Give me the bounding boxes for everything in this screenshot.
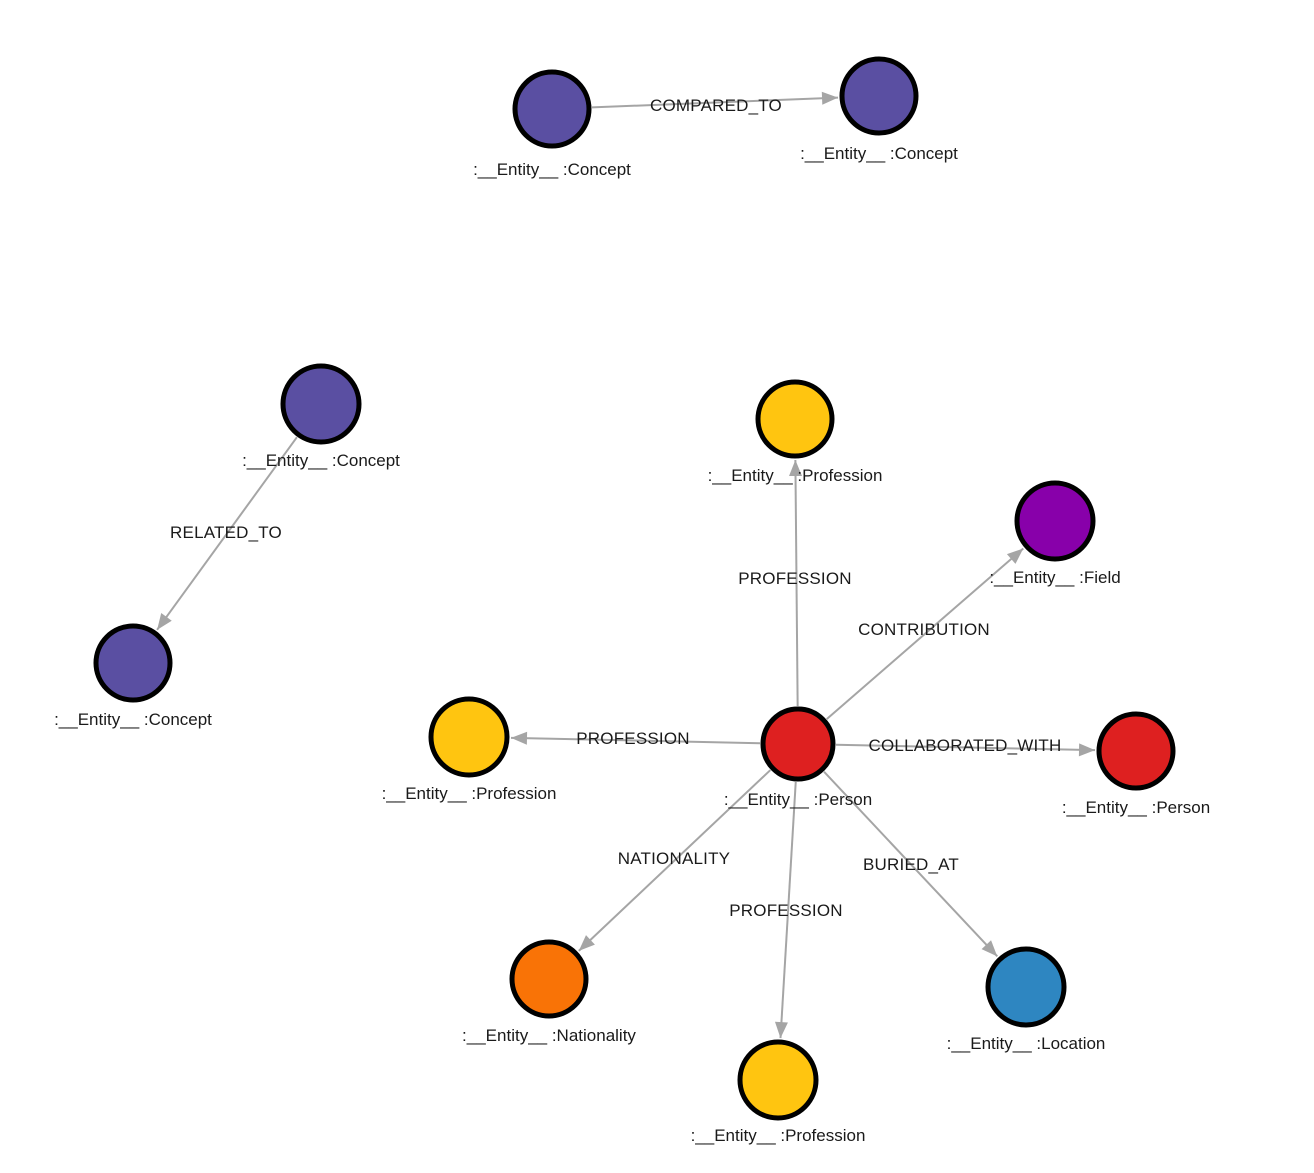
graph-node-field[interactable] [1014, 480, 1096, 562]
edge-line-related_to[interactable] [156, 436, 298, 631]
graph-node-location[interactable] [985, 946, 1067, 1028]
edge-line-collaborated_with[interactable] [835, 743, 1096, 752]
edge-arrow-head-icon [578, 935, 595, 951]
edge-line-profession[interactable] [510, 736, 761, 745]
edge-arrow-head-icon [821, 91, 839, 105]
edge-arrow-head-icon [510, 731, 528, 745]
graph-node-person[interactable] [1096, 711, 1176, 791]
graph-node-person[interactable] [760, 706, 836, 782]
edge-arrow-head-icon [981, 940, 998, 957]
edge-line-profession[interactable] [794, 459, 799, 707]
edge-arrow-head-icon [789, 459, 803, 477]
graph-node-nationality[interactable] [509, 939, 589, 1019]
graph-node-concept[interactable] [93, 623, 173, 703]
graph-node-concept[interactable] [839, 56, 919, 136]
edge-arrow-head-icon [774, 1021, 788, 1039]
graph-node-concept[interactable] [512, 69, 592, 149]
graph-node-profession[interactable] [428, 696, 510, 778]
edge-line-nationality[interactable] [578, 769, 772, 952]
graph-node-profession[interactable] [737, 1039, 819, 1121]
graph-node-concept[interactable] [280, 363, 362, 445]
edge-line-buried_at[interactable] [823, 771, 998, 958]
edge-arrow-head-icon [1078, 743, 1096, 757]
graph-node-profession[interactable] [755, 379, 835, 459]
edge-line-profession[interactable] [779, 781, 797, 1039]
nodes-group [93, 56, 1176, 1121]
edge-arrow-head-icon [1006, 548, 1024, 564]
edge-line-contribution[interactable] [826, 547, 1024, 720]
edge-arrow-head-icon [157, 613, 172, 630]
edge-line-compared_to[interactable] [591, 96, 839, 109]
edges-group [156, 91, 1096, 1039]
